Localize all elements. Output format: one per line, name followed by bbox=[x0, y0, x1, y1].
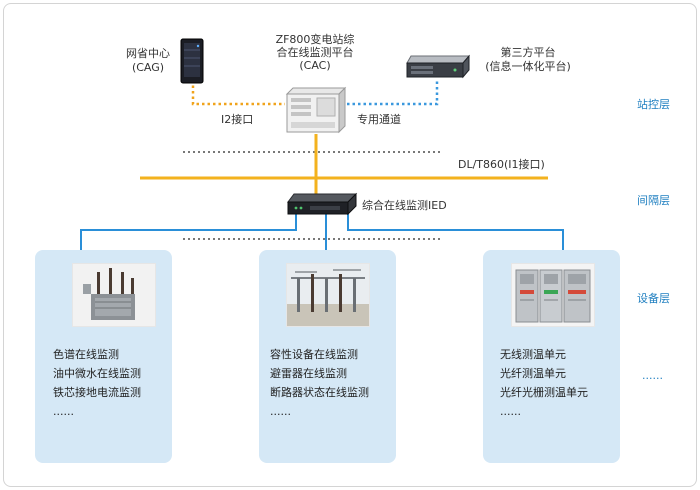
list-item: 无线测温单元 bbox=[500, 348, 566, 361]
cac-server-icon bbox=[285, 86, 347, 134]
ied-right-link bbox=[347, 214, 564, 250]
list-item: 油中微水在线监测 bbox=[53, 367, 141, 380]
private-channel-line bbox=[347, 80, 439, 106]
i2-link-line bbox=[191, 80, 285, 106]
panel-list-switchgear: 无线测温单元 光纤测温单元 光纤光栅测温单元 ...... bbox=[500, 345, 588, 421]
panel-list-transformer: 色谱在线监测 油中微水在线监测 铁芯接地电流监测 ...... bbox=[53, 345, 141, 421]
ied-left-link bbox=[80, 214, 297, 250]
layer-label-device: 设备层 bbox=[637, 292, 670, 305]
ied-device-icon bbox=[286, 192, 358, 216]
list-item: 铁芯接地电流监测 bbox=[53, 386, 141, 399]
private-channel-label: 专用通道 bbox=[357, 113, 401, 126]
cag-server-icon bbox=[180, 38, 204, 84]
more-indicator: ...... bbox=[642, 369, 663, 382]
list-item: 色谱在线监测 bbox=[53, 348, 119, 361]
layer-label-bay: 间隔层 bbox=[637, 194, 670, 207]
list-item: 断路器状态在线监测 bbox=[270, 386, 369, 399]
substation-photo bbox=[286, 263, 370, 327]
transformer-photo bbox=[72, 263, 156, 327]
list-item: ...... bbox=[53, 405, 74, 418]
list-item: 避雷器在线监测 bbox=[270, 367, 347, 380]
cac-label: ZF800变电站综 合在线监测平台 (CAC) bbox=[275, 33, 355, 72]
list-item: 光纤测温单元 bbox=[500, 367, 566, 380]
list-item: ...... bbox=[270, 405, 291, 418]
i2-interface-label: I2接口 bbox=[221, 113, 254, 126]
panel-list-substation: 容性设备在线监测 避雷器在线监测 断路器状态在线监测 ...... bbox=[270, 345, 369, 421]
ied-label: 综合在线监测IED bbox=[362, 199, 447, 212]
third-party-label: 第三方平台 (信息一体化平台) bbox=[485, 46, 571, 73]
list-item: ...... bbox=[500, 405, 521, 418]
list-item: 容性设备在线监测 bbox=[270, 348, 358, 361]
third-party-server-icon bbox=[405, 54, 471, 80]
bus-protocol-label: DL/T860(I1接口) bbox=[458, 158, 545, 171]
list-item: 光纤光栅测温单元 bbox=[500, 386, 588, 399]
switchgear-photo bbox=[511, 263, 595, 327]
cag-label: 网省中心 (CAG) bbox=[126, 47, 170, 74]
layer-label-station: 站控层 bbox=[637, 98, 670, 111]
